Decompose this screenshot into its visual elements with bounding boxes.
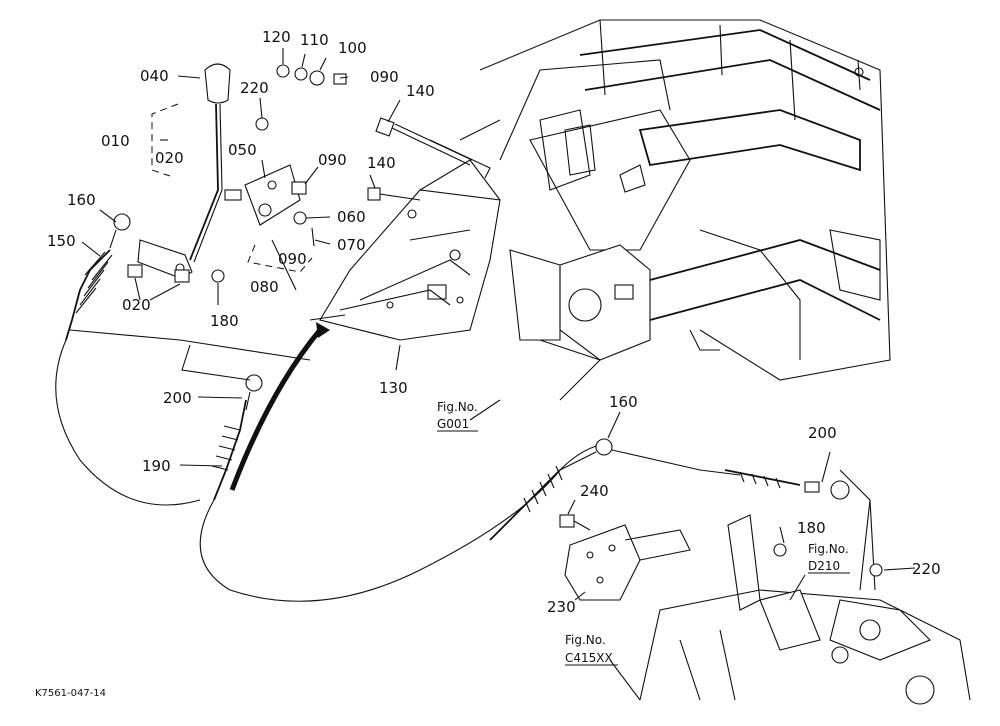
part-label-010: 010 bbox=[101, 132, 130, 150]
part-label-050: 050 bbox=[228, 141, 257, 159]
part-label-020-low: 020 bbox=[122, 296, 151, 314]
figure-ref-d210[interactable]: Fig.No. D210 bbox=[808, 542, 850, 574]
svg-text:D210: D210 bbox=[808, 559, 840, 573]
part-label-200-top: 200 bbox=[163, 389, 192, 407]
part-label-090-mid: 090 bbox=[318, 151, 347, 169]
part-label-200-low: 200 bbox=[808, 424, 837, 442]
shift-lever-rod bbox=[189, 103, 223, 263]
part-label-060: 060 bbox=[337, 208, 366, 226]
part-label-040: 040 bbox=[140, 67, 169, 85]
part-label-240: 240 bbox=[580, 482, 609, 500]
figure-ref-c415xx[interactable]: Fig.No. C415XX bbox=[565, 633, 618, 666]
part-labels: 040 120 110 100 090 220 140 010 020 050 … bbox=[47, 28, 941, 616]
lever-pivot-050 bbox=[224, 164, 301, 226]
part-label-160-low: 160 bbox=[609, 393, 638, 411]
shift-knob-040 bbox=[204, 63, 231, 104]
part-label-180-low: 180 bbox=[797, 519, 826, 537]
cable-end-160-lower bbox=[559, 438, 613, 471]
part-label-090-low: 090 bbox=[278, 250, 307, 268]
part-label-220-low: 220 bbox=[912, 560, 941, 578]
part-label-110: 110 bbox=[300, 31, 329, 49]
part-label-020-top: 020 bbox=[155, 149, 184, 167]
lever-arm-020 bbox=[127, 239, 193, 283]
part-label-080: 080 bbox=[250, 278, 279, 296]
part-label-230: 230 bbox=[547, 598, 576, 616]
bolt-140-lower bbox=[367, 187, 421, 219]
drawing-code: K7561-047-14 bbox=[35, 688, 106, 699]
svg-text:G001: G001 bbox=[437, 417, 469, 431]
part-label-220-top: 220 bbox=[240, 79, 269, 97]
cable-200-lower bbox=[611, 449, 850, 500]
svg-text:C415XX: C415XX bbox=[565, 651, 613, 665]
part-label-140-top: 140 bbox=[406, 82, 435, 100]
bolt-140-upper bbox=[375, 117, 491, 179]
part-label-150: 150 bbox=[47, 232, 76, 250]
part-label-140-mid: 140 bbox=[367, 154, 396, 172]
part-label-070: 070 bbox=[337, 236, 366, 254]
cable-150 bbox=[65, 213, 131, 341]
transmission-c415 bbox=[639, 469, 971, 705]
figure-ref-g001[interactable]: Fig.No. G001 bbox=[437, 400, 478, 432]
chassis-frame bbox=[459, 19, 891, 401]
part-label-130: 130 bbox=[379, 379, 408, 397]
part-label-120: 120 bbox=[262, 28, 291, 46]
part-label-190: 190 bbox=[142, 457, 171, 475]
bolt-240 bbox=[559, 514, 591, 531]
leader-lines bbox=[81, 48, 916, 701]
lever-bracket-130 bbox=[309, 159, 501, 341]
group-bracket-010 bbox=[151, 103, 179, 177]
part-label-160-top: 160 bbox=[67, 191, 96, 209]
routed-cable bbox=[55, 329, 601, 602]
bracket-230 bbox=[564, 524, 691, 601]
svg-text:Fig.No.: Fig.No. bbox=[565, 633, 606, 647]
cable-190 bbox=[211, 374, 263, 501]
part-label-100: 100 bbox=[338, 39, 367, 57]
cable-boot-lower bbox=[489, 465, 563, 541]
part-label-180-top: 180 bbox=[210, 312, 239, 330]
svg-text:Fig.No.: Fig.No. bbox=[808, 542, 849, 556]
part-label-090-top: 090 bbox=[370, 68, 399, 86]
routing-arrow bbox=[229, 322, 330, 491]
svg-text:Fig.No.: Fig.No. bbox=[437, 400, 478, 414]
small-hardware bbox=[211, 64, 347, 283]
